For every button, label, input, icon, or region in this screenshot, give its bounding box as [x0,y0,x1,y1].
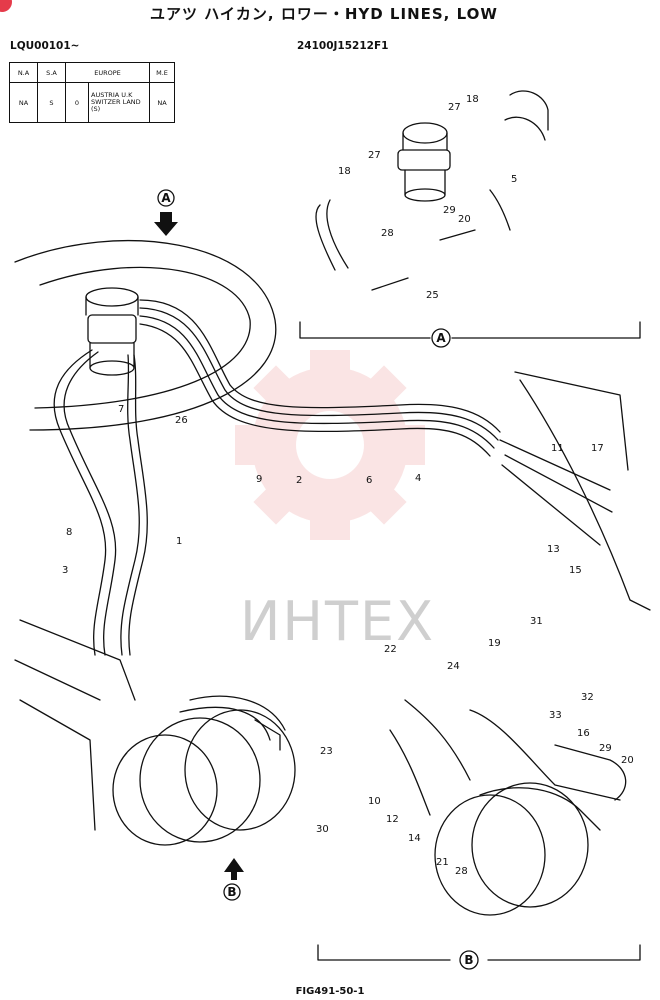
callout: 28 [455,866,468,877]
callout: 1 [176,536,182,547]
view-a-badge [431,328,451,348]
callout: 24 [447,661,460,672]
callout: 25 [426,290,439,301]
callout: 28 [381,228,394,239]
view-a-swivel [315,90,549,291]
corner-badge [0,0,12,12]
view-b-callouts: 31 22 19 24 32 33 16 29 20 23 10 12 14 3… [316,616,634,877]
callout: 20 [621,755,634,766]
callout: 20 [458,214,471,225]
swivel-joint-main [85,287,139,376]
spec-cell-countries: AUSTRIA U.K SWITZER LAND [91,91,141,106]
callout: 7 [118,404,124,415]
callout: 32 [581,692,594,703]
callout: 31 [530,616,543,627]
view-b-travel-motor [434,782,601,916]
figure-caption: FIG491-50-1 [295,986,365,997]
callout: 27 [368,150,381,161]
travel-motor-main [112,695,296,846]
callout: 4 [415,473,421,484]
spec-table: N.A S.A EUROPE M.E NA S 0 AUSTRIA U.K SW… [9,62,175,123]
callout: 19 [488,638,501,649]
spec-cell-europe-flag: 0 [65,82,89,123]
callout: 12 [386,814,399,825]
view-a-section-label: A [436,331,446,345]
view-a-arrow-label: A [161,191,171,205]
callout: 5 [511,174,517,185]
view-a-arrow [154,189,178,236]
spec-cell-sa: S [37,82,66,123]
callout: 3 [62,565,68,576]
callout: 17 [591,443,604,454]
view-b-arrow [223,858,244,901]
swing-ring-outer [14,240,277,431]
track-frame-right [514,371,651,611]
callout: 9 [256,474,262,485]
swing-ring-inner [34,266,251,409]
callout: 14 [408,833,421,844]
callout: 13 [547,544,560,555]
callout: 29 [443,205,456,216]
view-b-hoses [389,699,627,816]
callout: 18 [338,166,351,177]
view-b-frame [317,944,641,961]
view-a-callouts: 18 27 27 18 5 29 20 28 25 [338,94,517,301]
view-a-frame [299,321,641,339]
callout: 6 [366,475,372,486]
page-title: ユアツ ハイカン, ロワー・HYD LINES, LOW [150,5,498,23]
callout: 29 [599,743,612,754]
callout: 23 [320,746,333,757]
callout: 15 [569,565,582,576]
callout: 22 [384,644,397,655]
main-callouts: 7 26 9 2 6 4 11 17 8 1 3 13 15 [62,404,604,576]
callout: 11 [551,443,564,454]
view-b-section-label: B [464,953,473,967]
callout: 8 [66,527,72,538]
serial-range: LQU00101~ [10,40,80,52]
hose-bundle-right [139,299,613,546]
callout: 10 [368,796,381,807]
spec-cell-countries-mark: (S) [91,105,101,113]
callout: 33 [549,710,562,721]
callout: 27 [448,102,461,113]
callout: 26 [175,415,188,426]
watermark-text: ИНТЕХ [240,590,436,653]
view-b-arrow-label: B [227,885,236,899]
spec-cell-na: NA [9,82,38,123]
callout: 2 [296,475,302,486]
hose-bundle-left [53,349,148,656]
spec-cell-me: NA [149,82,175,123]
callout: 18 [466,94,479,105]
gear-watermark [235,350,425,540]
view-b-badge [459,950,479,970]
callout: 21 [436,857,449,868]
track-frame-left [14,619,136,831]
callout: 30 [316,824,329,835]
callout: 16 [577,728,590,739]
drawing-number: 24100J15212F1 [297,40,389,52]
